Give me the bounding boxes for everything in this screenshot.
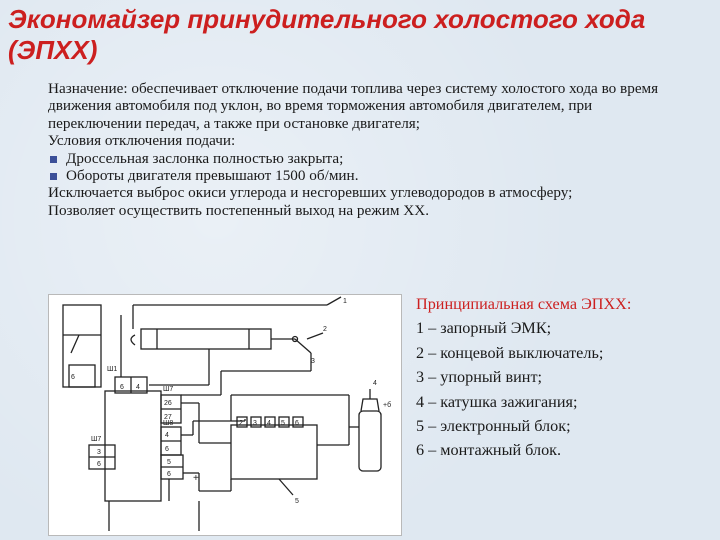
diagram-label-plus-b: +б <box>383 401 391 409</box>
electronic-block <box>230 424 318 480</box>
description-block: Назначение: обеспечивает отключение пода… <box>48 80 688 219</box>
diagram-pin: 4 <box>136 384 140 391</box>
diagram-pin: 3 <box>97 449 101 456</box>
control-block-body <box>104 390 162 502</box>
purpose-text: обеспечивает отключение подачи топлива ч… <box>48 80 659 132</box>
solenoid-valve <box>140 328 272 350</box>
caption-item: 4 – катушка зажигания; <box>416 392 578 411</box>
effect-line: Позволяет осуществить постепенный выход … <box>48 201 430 219</box>
diagram-pin: 5 <box>281 420 285 427</box>
diagram-caption: Принципиальная схема ЭПХХ: 1 – запорный … <box>416 292 716 463</box>
condition-item: Дроссельная заслонка полностью закрыта; <box>48 150 688 167</box>
diagram-label-2: 2 <box>323 326 327 333</box>
slide-title: Экономайзер принудительного холостого хо… <box>8 4 646 65</box>
condition-text: Обороты двигателя превышают 1500 об/мин. <box>66 167 359 185</box>
caption-item: 5 – электронный блок; <box>416 417 571 436</box>
diagram-pin: 6 <box>295 420 299 427</box>
diagram-pin: 3 <box>253 420 257 427</box>
square-bullet-icon <box>50 155 57 163</box>
diagram-pin: 6 <box>97 461 101 468</box>
diagram-pin: 6 <box>165 446 169 453</box>
caption-item: 6 – монтажный блок. <box>416 441 562 460</box>
diagram-pin: 26 <box>164 400 172 407</box>
diagram-pin: 4 <box>267 420 271 427</box>
diagram-label-sh7: Ш7 <box>163 386 173 393</box>
diagram-label-plus: + <box>193 473 199 484</box>
diagram-pin: 27 <box>164 414 172 421</box>
caption-item: 2 – концевой выключатель; <box>416 343 604 362</box>
purpose-paragraph: Назначение: обеспечивает отключение пода… <box>48 80 688 132</box>
effect-line: Исключается выброс окиси углерода и несг… <box>48 184 573 202</box>
diagram-label-sh7-left: Ш7 <box>91 436 101 443</box>
diagram-label-3: 3 <box>311 358 315 365</box>
diagram-label-4: 4 <box>373 380 377 387</box>
condition-text: Дроссельная заслонка полностью закрыта; <box>66 149 344 167</box>
caption-item: 3 – упорный винт; <box>416 368 543 387</box>
diagram-label-5: 5 <box>295 498 299 505</box>
diagram-label-sh1: Ш1 <box>107 366 117 373</box>
ignition-coil <box>358 410 382 472</box>
diagram-label-1: 1 <box>343 298 347 305</box>
conditions-heading: Условия отключения подачи: <box>48 132 236 150</box>
diagram-pin: 6 <box>167 471 171 478</box>
circuit-diagram-svg: 6 Ш1 6 4 Ш7 26 27 Ш8 4 6 Ш7 3 6 5 6 2 3 … <box>62 296 391 531</box>
diagram-label-sh8: Ш8 <box>163 420 173 427</box>
mounting-block-window <box>68 364 96 388</box>
diagram-label-6: 6 <box>71 374 75 381</box>
diagram-pin: 4 <box>165 432 169 439</box>
square-bullet-icon <box>50 173 57 181</box>
caption-item: 1 – запорный ЭМК; <box>416 319 552 338</box>
purpose-label: Назначение: <box>48 80 128 97</box>
diagram-pin: 5 <box>167 459 171 466</box>
diagram-pin: 6 <box>120 384 124 391</box>
caption-title: Принципиальная схема ЭПХХ: <box>416 295 632 313</box>
diagram-pin: 2 <box>239 420 243 427</box>
condition-item: Обороты двигателя превышают 1500 об/мин. <box>48 167 688 184</box>
circuit-diagram: 6 Ш1 6 4 Ш7 26 27 Ш8 4 6 Ш7 3 6 5 6 2 3 … <box>48 294 402 536</box>
